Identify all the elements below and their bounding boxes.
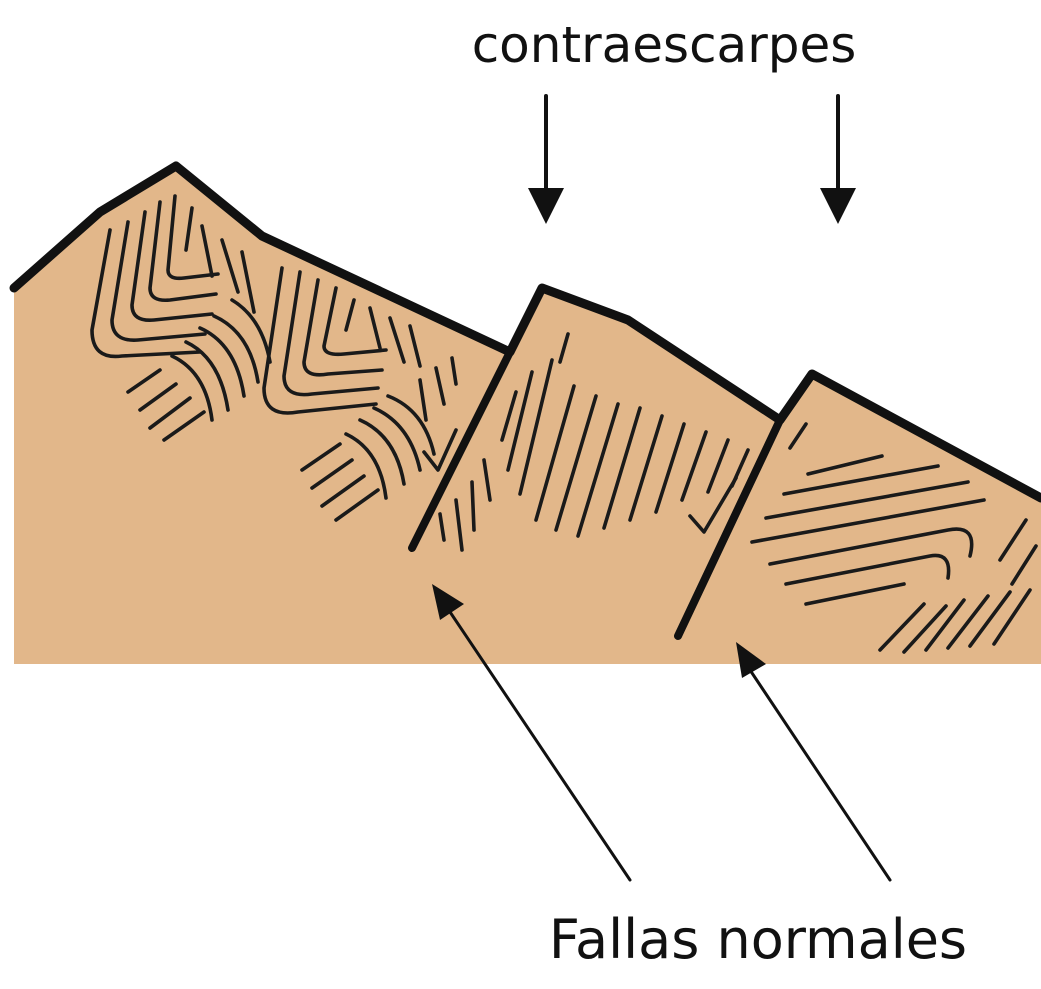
fallas-normales-label: Fallas normales [549,908,967,971]
contraescarpe-arrowhead-right [820,188,856,224]
fault-arrow-right [746,664,890,880]
contraescarpe-arrowhead-left [528,188,564,224]
contraescarpes-label: contraescarpes [472,16,857,74]
